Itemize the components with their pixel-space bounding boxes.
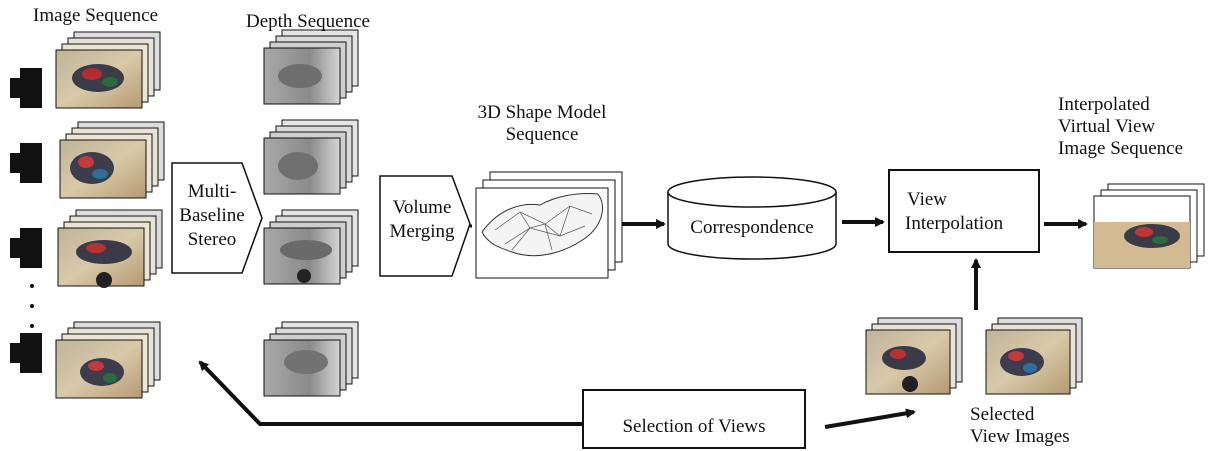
stereo-block [171, 162, 263, 274]
camera-icon [10, 228, 42, 268]
selected-view-stack-1 [865, 317, 963, 395]
image-sequence-label: Image Sequence [33, 5, 159, 26]
depth-stack-4 [263, 321, 359, 397]
merging-block [379, 175, 471, 277]
stereo-text-line3: Stereo [187, 229, 237, 250]
camera-icon [10, 333, 42, 373]
correspondence-text: Correspondence [690, 217, 814, 238]
merging-text: Volume Merging [380, 196, 464, 244]
image-stack-4 [55, 321, 161, 399]
image-stack-3 [57, 209, 163, 288]
interpolated-label-line3: Image Sequence [1058, 138, 1184, 159]
selected-view-stack-2 [985, 317, 1083, 395]
stereo-text-line1: Multi- [187, 181, 237, 202]
selection-text: Selection of Views [622, 416, 766, 437]
selection-box [582, 389, 806, 449]
image-stack-1 [55, 31, 161, 109]
stereo-text: Multi- Baseline Stereo [172, 180, 252, 252]
image-stack-2 [59, 121, 165, 199]
depth-stack-1 [263, 29, 359, 105]
merging-text-line1: Volume [392, 197, 452, 218]
view-interpolation-box [888, 169, 1040, 253]
correspondence-cylinder [667, 176, 837, 260]
camera-icon [10, 143, 42, 183]
shape-model-stack [475, 171, 623, 279]
arrow-selection-to-selected [824, 408, 916, 429]
selected-view-label-line1: Selected [970, 404, 1035, 425]
ellipsis-dot [30, 324, 34, 328]
arrow-selection-to-cameras [198, 360, 583, 426]
view-interpolation-line2: Interpolation [905, 213, 1004, 234]
shape-model-label-line1: 3D Shape Model [477, 102, 607, 123]
camera-icon [10, 68, 42, 108]
interpolated-label-line1: Interpolated [1058, 94, 1150, 115]
stereo-text-line2: Baseline [179, 205, 245, 226]
shape-model-label: 3D Shape Model Sequence [452, 102, 632, 146]
selected-view-label-line2: View Images [970, 426, 1070, 447]
interpolated-label-line2: Virtual View [1058, 116, 1156, 137]
view-interpolation-line1: View [907, 189, 948, 210]
view-interpolation-text: View Interpolation [889, 188, 1039, 236]
depth-stack-2 [263, 119, 359, 195]
interpolated-stack [1093, 183, 1205, 269]
interpolated-label: Interpolated Virtual View Image Sequence [1052, 94, 1216, 160]
depth-sequence-label: Depth Sequence [246, 11, 370, 32]
merging-text-line2: Merging [389, 221, 455, 242]
selected-view-label: Selected View Images [962, 404, 1092, 448]
ellipsis-dot [30, 284, 34, 288]
ellipsis-dot [30, 304, 34, 308]
shape-model-label-line2: Sequence [505, 124, 579, 145]
depth-stack-3 [263, 209, 359, 285]
